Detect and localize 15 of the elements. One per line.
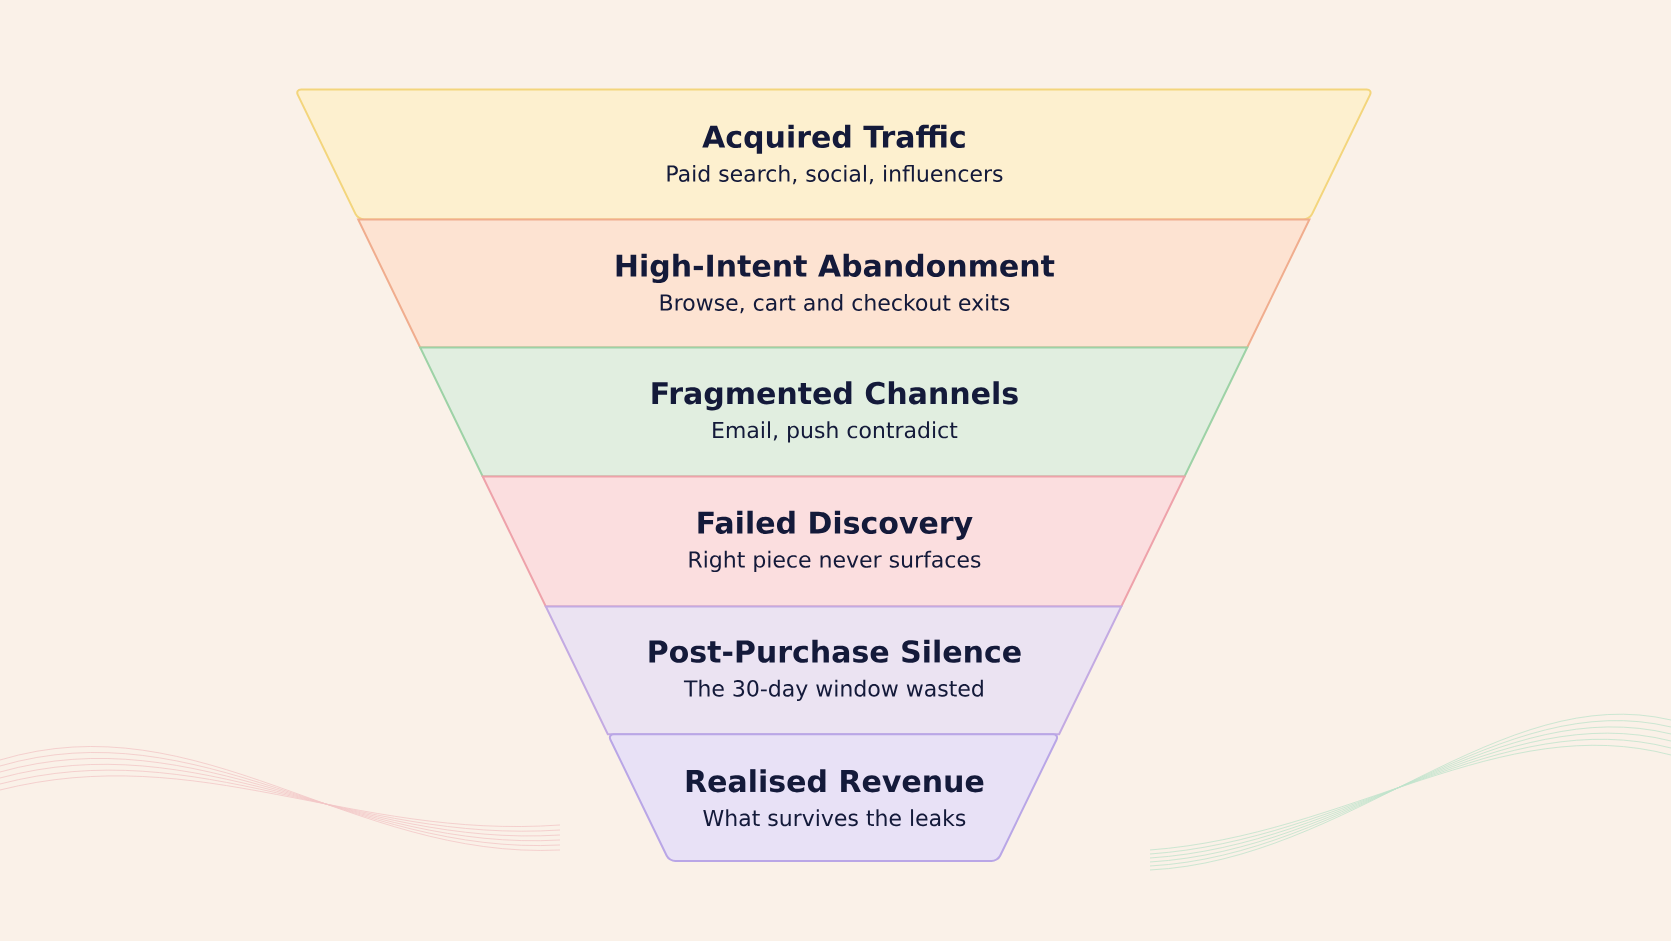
band-subtitle: The 30-day window wasted (683, 679, 983, 701)
band-subtitle: Email, push contradict (713, 421, 958, 443)
band-heading: Acquired Traffic (702, 124, 965, 154)
band-subtitle: Right piece never surfaces (689, 550, 981, 573)
band-heading: High-Intent Abandonment (616, 253, 1055, 284)
funnel-band (296, 88, 1372, 221)
band-heading: Realised Revenue (686, 769, 984, 793)
band-heading: Fragmented Channels (652, 381, 1018, 411)
funnel-band (481, 475, 1187, 608)
funnel-band (608, 733, 1059, 863)
band-heading: Failed Discovery (698, 510, 973, 540)
band-subtitle: What survives the leaks (703, 809, 966, 827)
band-subtitle: Browse, cart and checkout exits (660, 293, 1010, 314)
band-heading: Post-Purchase Silence (649, 639, 1021, 663)
band-subtitle: Paid search, social, influencers (667, 164, 1003, 185)
